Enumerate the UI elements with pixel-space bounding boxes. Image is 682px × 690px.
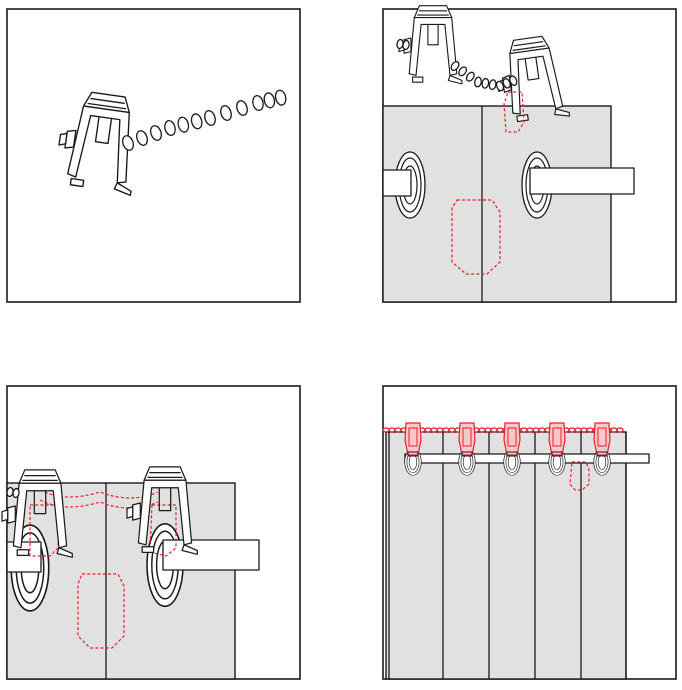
- bead: [491, 428, 497, 432]
- bead: [389, 428, 395, 432]
- bead: [497, 428, 503, 432]
- bead: [395, 428, 401, 432]
- bead: [437, 428, 443, 432]
- panel-4: [383, 386, 676, 679]
- curtain-rod: [405, 454, 649, 463]
- curtain-rod: [163, 540, 259, 570]
- bead: [521, 428, 527, 432]
- panel-3: [2, 386, 300, 679]
- bead: [431, 428, 437, 432]
- bead: [575, 428, 581, 432]
- panel-1-frame: [7, 9, 300, 302]
- bead: [581, 428, 587, 432]
- bead: [479, 428, 485, 432]
- bead: [569, 428, 575, 432]
- bead: [443, 428, 449, 432]
- bead: [539, 428, 545, 432]
- bead: [587, 428, 593, 432]
- bead-chain-icon: [6, 487, 19, 498]
- bead: [617, 428, 623, 432]
- bead: [383, 428, 389, 432]
- bead: [527, 428, 533, 432]
- clip-icon: [594, 423, 610, 456]
- panel-2: [383, 6, 676, 302]
- bead: [449, 428, 455, 432]
- bead: [611, 428, 617, 432]
- bead: [533, 428, 539, 432]
- panel-1: [7, 9, 300, 302]
- curtain-rod: [530, 168, 634, 194]
- clip-icon: [504, 423, 520, 456]
- clip-icon: [459, 423, 475, 456]
- clip-icon: [405, 423, 421, 456]
- bead: [485, 428, 491, 432]
- curtain-rod: [7, 542, 41, 572]
- bead: [425, 428, 431, 432]
- clip-icon: [549, 423, 565, 456]
- curtain-rod: [383, 170, 411, 196]
